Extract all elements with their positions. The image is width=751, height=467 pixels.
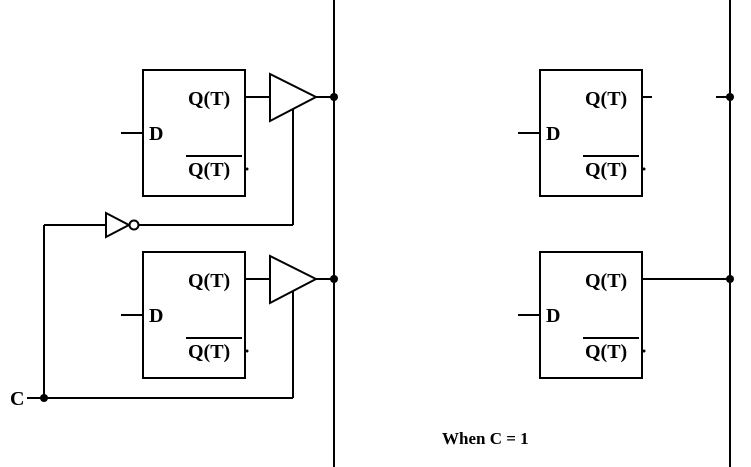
d-label: D	[546, 305, 560, 327]
bus-junction-dot	[330, 275, 338, 283]
caption: When C = 1	[442, 429, 529, 448]
q-bar-label: Q(T)	[585, 159, 627, 181]
q-label: Q(T)	[188, 270, 230, 292]
right-bottom-flipflop: D Q(T) Q(T)	[518, 251, 734, 379]
q-bar-stub	[245, 349, 249, 353]
left-circuit: D Q(T) Q(T) D Q(T) Q(T)	[10, 0, 338, 467]
bus-junction-dot	[726, 275, 734, 283]
q-bar-stub	[642, 167, 646, 171]
flipflop-box	[142, 69, 246, 197]
q-label: Q(T)	[585, 88, 627, 110]
q-bar-label: Q(T)	[585, 341, 627, 363]
q-label: Q(T)	[188, 88, 230, 110]
control-junction-dot	[40, 394, 48, 402]
d-label: D	[546, 123, 560, 145]
left-top-flipflop: D Q(T) Q(T)	[121, 69, 270, 197]
d-label: D	[149, 123, 163, 145]
q-label: Q(T)	[585, 270, 627, 292]
control-label: C	[10, 388, 24, 410]
inverter	[43, 211, 293, 398]
q-bar-label: Q(T)	[188, 159, 230, 181]
q-bar-stub	[245, 167, 249, 171]
left-top-tristate-buffer	[269, 72, 338, 225]
control-input: C	[10, 388, 293, 410]
right-top-flipflop: D Q(T) Q(T)	[518, 69, 734, 197]
bus-junction-dot	[726, 93, 734, 101]
q-bar-label: Q(T)	[188, 341, 230, 363]
inverter-triangle	[105, 211, 132, 239]
q-bar-stub	[642, 349, 646, 353]
flipflop-box	[539, 69, 643, 197]
left-bottom-tristate-buffer	[269, 254, 338, 398]
d-label: D	[149, 305, 163, 327]
flipflop-box	[142, 251, 246, 379]
inverter-bubble	[128, 219, 140, 231]
bus-junction-dot	[330, 93, 338, 101]
right-circuit: D Q(T) Q(T) D Q(T) Q(T) When C = 1	[442, 0, 734, 467]
left-bottom-flipflop: D Q(T) Q(T)	[121, 251, 270, 379]
